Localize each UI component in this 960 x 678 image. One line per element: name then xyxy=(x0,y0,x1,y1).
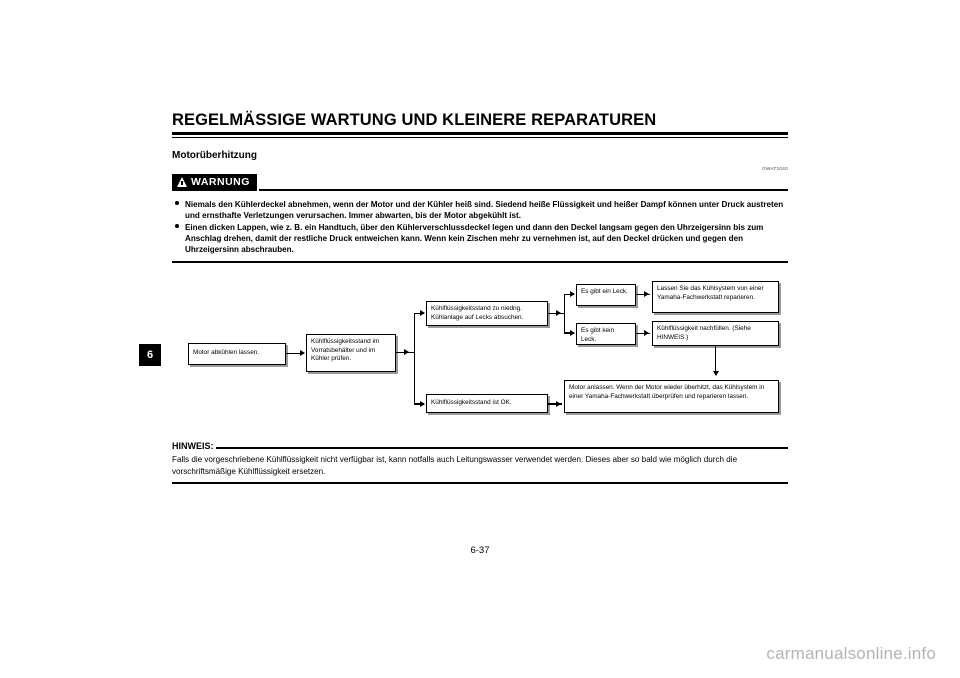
flow-edge-bus-n4 xyxy=(414,403,424,405)
flow-node-n9: Motor anlassen. Wenn der Motor wieder üb… xyxy=(564,379,779,413)
warning-label: WARNUNG xyxy=(191,176,250,188)
flow-arrow-n2-bus xyxy=(404,349,409,356)
flow-arrow-n1-n2 xyxy=(300,350,305,357)
flow-node-n5: Es gibt ein Leck. xyxy=(576,283,636,306)
warning-rule xyxy=(258,188,788,191)
flow-arrow-bus-n4 xyxy=(420,400,425,407)
flow-arrow-n4-n9 xyxy=(556,400,561,407)
flow-arrow-n3-bus2 xyxy=(556,310,561,317)
flow-node-n1: Motor abkühlen lassen. xyxy=(188,342,286,365)
flow-arrow-bus2-n6 xyxy=(570,329,575,336)
flow-arrow-n6-n8 xyxy=(644,330,649,337)
flow-edge-bus2-n5 xyxy=(564,293,574,296)
warning-bullet-text: Niemals den Kühlerdeckel abnehmen, wenn … xyxy=(185,199,784,220)
note-close-rule xyxy=(172,482,788,484)
flow-edge-n5-n7 xyxy=(636,293,650,296)
flow-arrow-n8-n9 xyxy=(712,370,719,376)
warning-bullet-list: Niemals den Kühlerdeckel abnehmen, wenn … xyxy=(172,199,788,256)
warning-header: WARNUNG xyxy=(172,173,788,191)
running-head: REGELMÄSSIGE WARTUNG UND KLEINERE REPARA… xyxy=(172,111,657,129)
bullet-dot-icon xyxy=(172,222,185,255)
flow-bus-vertical-left xyxy=(414,312,416,405)
flow-edge-n6-n8 xyxy=(636,332,650,335)
flow-arrow-bus-n3 xyxy=(420,310,425,317)
reference-code: GWAT1040 xyxy=(762,165,788,171)
flow-edge-n1-n2 xyxy=(286,352,302,355)
warning-bullet-item: Niemals den Kühlerdeckel abnehmen, wenn … xyxy=(172,199,788,221)
overheating-flowchart: Motor abkühlen lassen. Kühlflüssigkeitss… xyxy=(172,280,788,431)
warning-bullet-text: Einen dicken Lappen, wie z. B. ein Handt… xyxy=(185,222,764,255)
flow-node-n8: Kühlflüssigkeit nachfüllen. (Siehe HINWE… xyxy=(652,320,779,346)
chapter-tab-6: 6 xyxy=(139,344,161,366)
note-rule xyxy=(215,447,788,449)
flow-node-n2: Kühlflüssigkeitsstand im Vorratsbehälter… xyxy=(306,333,396,372)
watermark: carmanualsonline.info xyxy=(766,644,936,663)
flow-arrow-n5-n7 xyxy=(644,291,649,298)
section-title: Motorüberhitzung xyxy=(172,149,257,161)
header-rule-thin xyxy=(172,136,788,138)
warning-close-rule xyxy=(172,261,788,263)
flow-node-n3: Kühlflüssigkeitsstand zu niedrig. Kühlan… xyxy=(426,300,548,326)
flow-node-n6: Es gibt kein Leck. xyxy=(576,322,636,345)
flow-edge-bus2-n6 xyxy=(564,332,574,334)
header-rule-thick xyxy=(172,132,788,135)
flow-edge-bus-n3 xyxy=(414,312,424,315)
page-number: 6-37 xyxy=(470,545,490,556)
flow-node-n4: Kühlflüssigkeitsstand ist OK. xyxy=(426,393,548,413)
note-body: Falls die vorgeschriebene Kühlflüssigkei… xyxy=(172,454,738,476)
flow-edge-n4-n9 xyxy=(548,403,562,405)
flow-bus2-vertical xyxy=(564,293,566,334)
bullet-dot-icon xyxy=(172,199,185,221)
note-label: HINWEIS: xyxy=(172,440,214,451)
flow-edge-n8-n9 xyxy=(715,345,717,375)
note-header: HINWEIS: xyxy=(172,441,788,451)
warning-triangle-icon xyxy=(177,177,187,187)
warning-bullet-item: Einen dicken Lappen, wie z. B. ein Handt… xyxy=(172,222,788,255)
flow-arrow-bus2-n5 xyxy=(570,291,575,298)
warning-badge: WARNUNG xyxy=(172,173,257,191)
flow-node-n7: Lassen Sie das Kühlsystem von einer Yama… xyxy=(652,280,779,313)
page-content: REGELMÄSSIGE WARTUNG UND KLEINERE REPARA… xyxy=(172,111,788,484)
